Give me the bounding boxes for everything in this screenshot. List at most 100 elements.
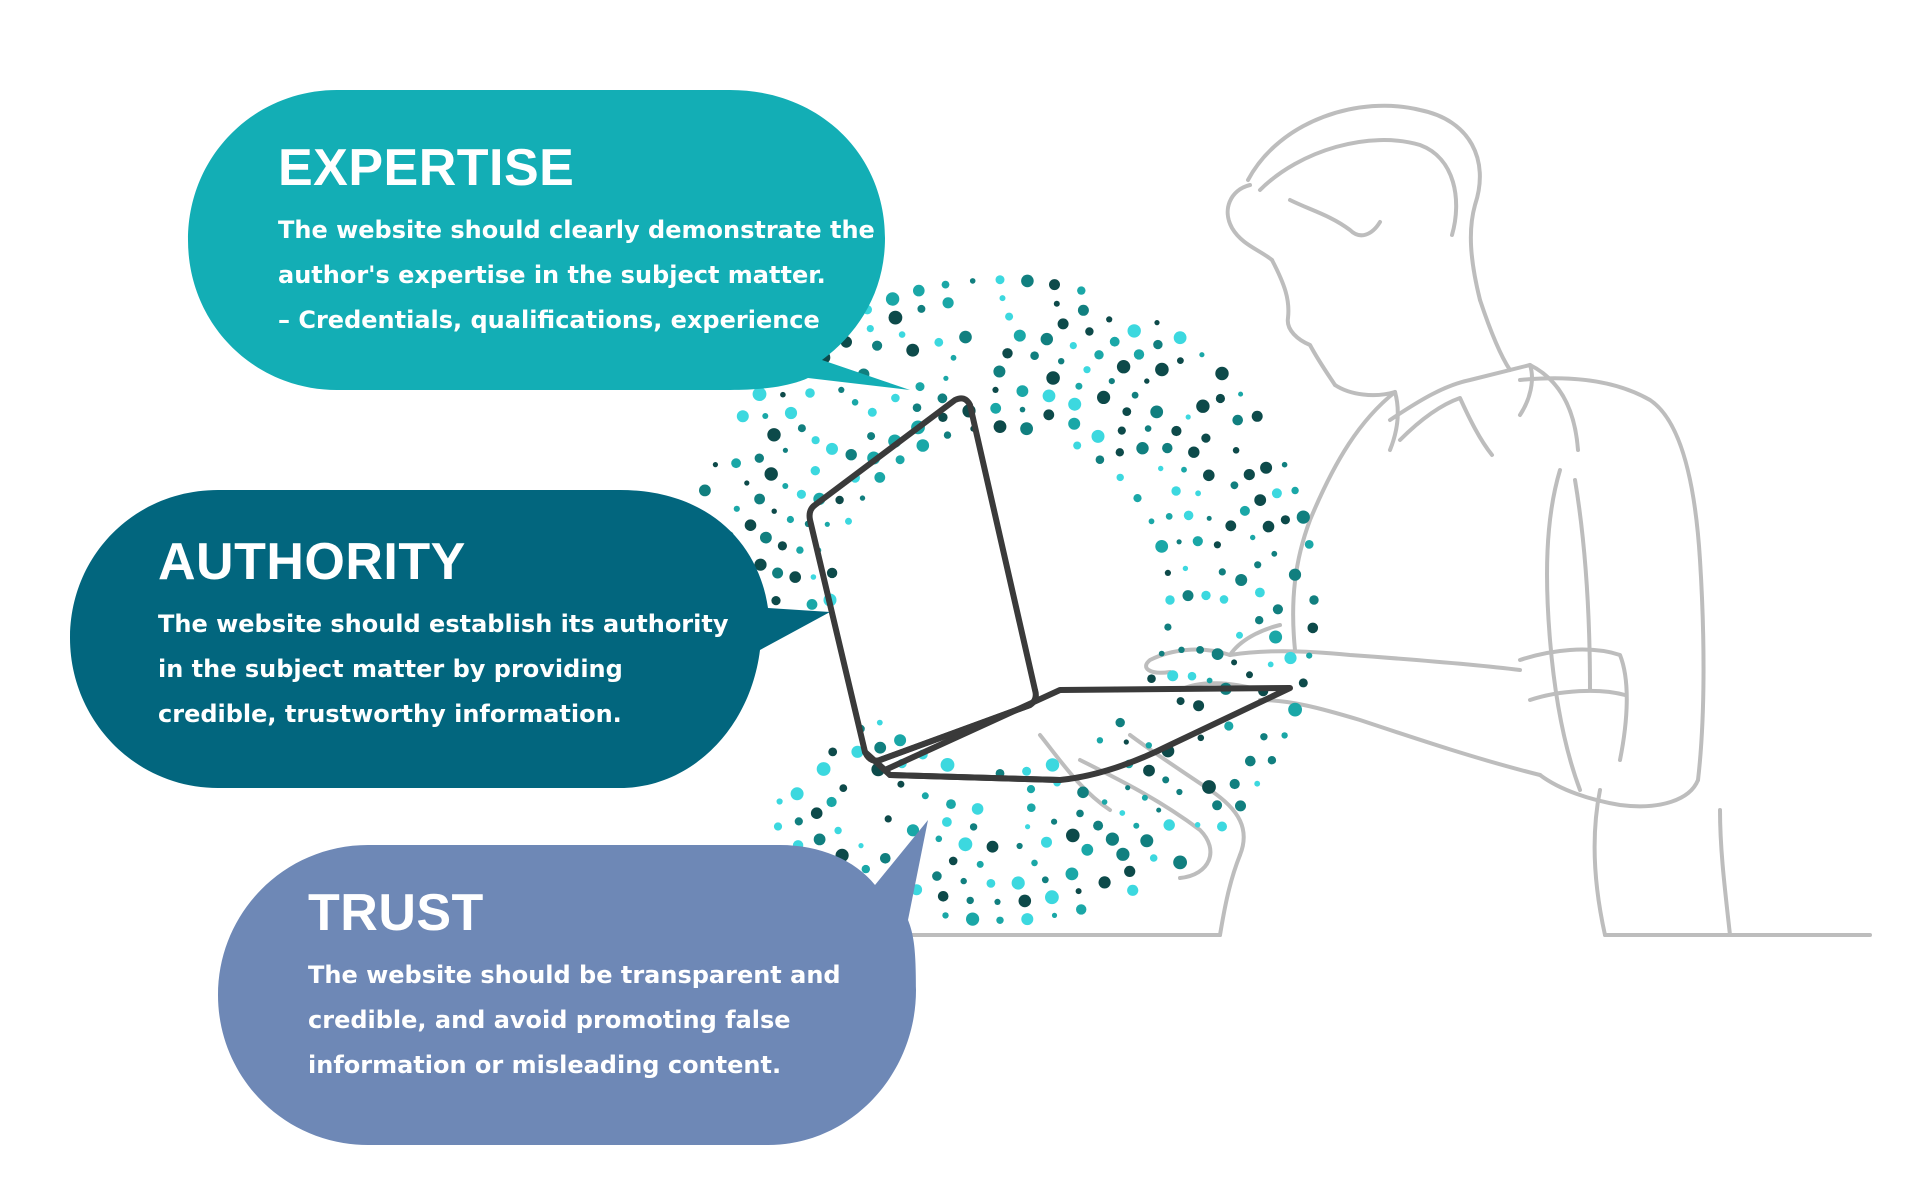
- swirl-dot: [811, 436, 820, 445]
- swirl-dot: [1201, 590, 1211, 601]
- swirl-dot: [1288, 702, 1302, 717]
- swirl-dot: [1117, 426, 1126, 435]
- swirl-dot: [1254, 494, 1267, 506]
- swirl-dot: [1097, 390, 1111, 404]
- swirl-dot: [1192, 536, 1203, 547]
- swirl-dot: [932, 871, 942, 881]
- swirl-dot: [1131, 391, 1139, 399]
- swirl-dot: [1108, 378, 1115, 385]
- swirl-dot: [1211, 648, 1224, 660]
- swirl-dot: [1119, 810, 1126, 816]
- swirl-dot: [1030, 351, 1039, 361]
- swirl-dot: [1081, 843, 1094, 856]
- swirl-dot: [760, 531, 772, 544]
- swirl-dot: [1224, 721, 1234, 731]
- swirl-dot: [912, 403, 922, 413]
- swirl-dot: [971, 803, 984, 815]
- swirl-dot: [906, 824, 920, 837]
- swirl-dot: [1127, 324, 1141, 338]
- swirl-dot: [950, 354, 957, 361]
- swirl-dot: [1250, 534, 1256, 541]
- swirl-dot: [1026, 785, 1036, 794]
- swirl-dot: [1238, 391, 1244, 397]
- swirl-dot: [1133, 494, 1142, 503]
- swirl-dot: [913, 284, 925, 297]
- swirl-dot: [1127, 884, 1139, 896]
- swirl-dot: [1144, 425, 1152, 432]
- swirl-dot: [1281, 461, 1288, 468]
- swirl-dot: [1154, 320, 1160, 326]
- swirl-dot: [828, 747, 838, 757]
- swirl-dot: [1164, 623, 1172, 631]
- swirl-dot: [1230, 481, 1239, 490]
- swirl-dot: [1053, 300, 1060, 307]
- swirl-dot: [937, 891, 949, 902]
- swirl-dot: [762, 413, 769, 419]
- swirl-dot: [1098, 876, 1111, 889]
- swirl-dot: [1239, 505, 1250, 516]
- swirl-dot: [712, 462, 719, 468]
- swirl-dot: [1143, 764, 1155, 777]
- swirl-dot: [1187, 671, 1197, 681]
- swirl-dot: [1013, 329, 1026, 342]
- swirl-dot: [1041, 876, 1049, 884]
- swirl-dot: [1077, 304, 1089, 316]
- swirl-dot: [1171, 425, 1182, 437]
- swirl-dot: [1046, 371, 1060, 385]
- swirl-dot: [1083, 366, 1091, 374]
- swirl-dot: [993, 420, 1007, 433]
- swirl-dot: [1022, 766, 1032, 776]
- swirl-dot: [1269, 630, 1283, 644]
- swirl-dot: [1167, 670, 1179, 682]
- swirl-dot: [1217, 821, 1227, 832]
- swirl-dot: [1133, 349, 1145, 360]
- swirl-dot: [1075, 382, 1083, 390]
- swirl-dot: [1051, 912, 1058, 919]
- swirl-dot: [1267, 756, 1277, 765]
- swirl-dot: [754, 558, 767, 571]
- swirl-dot: [993, 365, 1006, 378]
- swirl-dot: [943, 375, 949, 381]
- swirl-dot: [867, 432, 876, 441]
- swirl-dot: [884, 815, 892, 823]
- swirl-dot: [866, 325, 874, 333]
- swirl-dot: [942, 817, 952, 827]
- swirl-dot: [1057, 318, 1069, 330]
- swirl-dot: [1236, 631, 1243, 639]
- swirl-dot: [790, 787, 804, 801]
- swirl-dot: [1125, 785, 1131, 791]
- swirl-dot: [1158, 650, 1165, 657]
- swirl-dot: [917, 304, 926, 313]
- swirl-dot: [1077, 786, 1089, 799]
- swirl-dot: [1068, 417, 1081, 430]
- swirl-dot: [1068, 397, 1082, 411]
- swirl-dot: [1065, 867, 1079, 881]
- swirl-dot: [969, 823, 978, 831]
- swirl-dot: [937, 393, 948, 404]
- swirl-dot: [789, 571, 801, 583]
- swirl-dot: [906, 343, 920, 357]
- swirl-dot: [754, 493, 765, 505]
- authority-text: AUTHORITY The website should establish i…: [158, 536, 728, 737]
- swirl-dot: [1155, 540, 1169, 553]
- swirl-dot: [1162, 776, 1170, 784]
- swirl-dot: [1076, 809, 1084, 818]
- swirl-dot: [1178, 646, 1185, 653]
- swirl-dot: [1229, 778, 1240, 790]
- swirl-dot: [897, 780, 905, 788]
- swirl-dot: [1058, 358, 1065, 365]
- swirl-dot: [888, 310, 903, 325]
- swirl-dot: [915, 382, 925, 392]
- swirl-dot: [1106, 316, 1113, 323]
- swirl-dot: [776, 798, 783, 805]
- swirl-dot: [1005, 312, 1014, 321]
- authority-bubble: [70, 490, 830, 788]
- swirl-dot: [1181, 466, 1187, 473]
- swirl-dot: [894, 734, 907, 747]
- swirl-dot: [1105, 832, 1119, 846]
- swirl-dot: [1206, 515, 1212, 521]
- swirl-dot: [1309, 595, 1319, 605]
- swirl-dot: [826, 796, 837, 808]
- swirl-dot: [1116, 847, 1130, 861]
- expertise-title: EXPERTISE: [278, 139, 575, 197]
